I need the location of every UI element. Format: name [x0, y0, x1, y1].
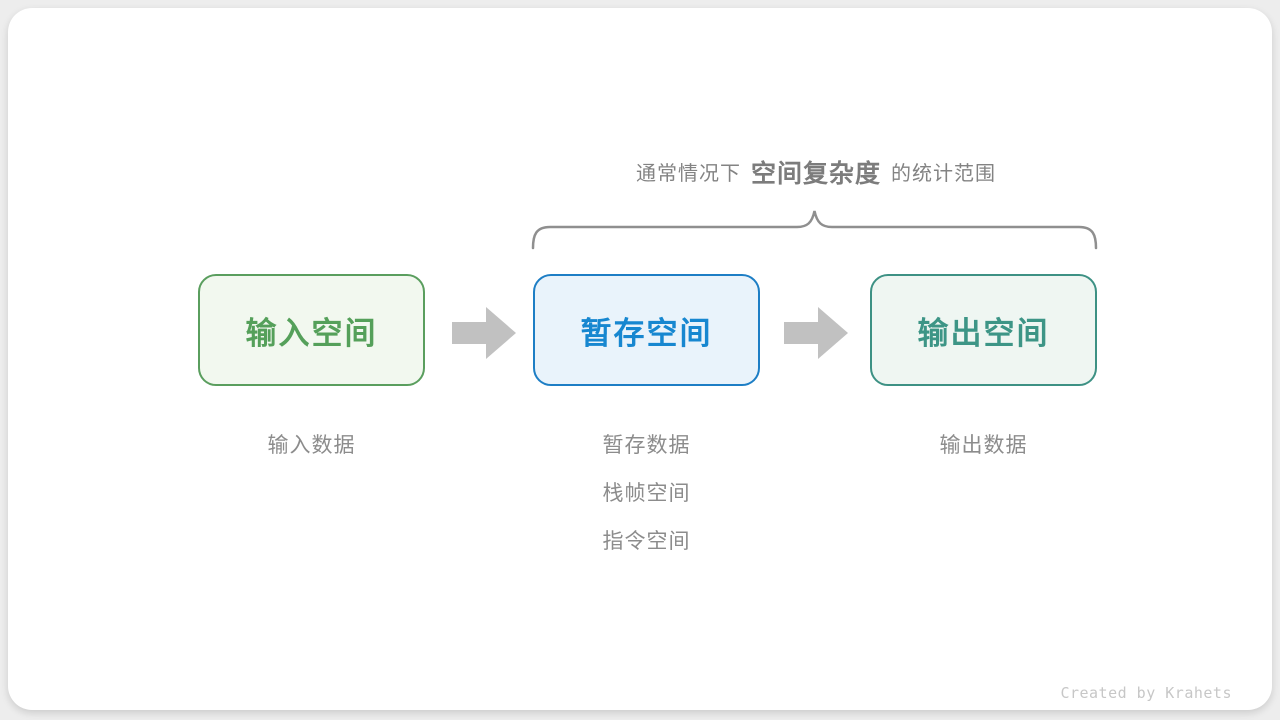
right-arrow-icon	[784, 307, 848, 359]
diagram-card: 通常情况下空间复杂度的统计范围 输入空间 暂存空间 输出空间 输入数据 暂存数据	[8, 8, 1272, 710]
box-output-space: 输出空间	[870, 274, 1097, 386]
notes-input-space: 输入数据	[198, 422, 425, 470]
credit-watermark: Created by Krahets	[1060, 684, 1232, 702]
curly-brace-icon	[531, 210, 1098, 250]
note-line: 输出数据	[939, 434, 1028, 457]
scope-caption-highlight: 空间复杂度	[750, 160, 881, 188]
scope-caption: 通常情况下空间复杂度的统计范围	[533, 154, 1099, 190]
note-line: 暂存数据	[602, 434, 691, 457]
note-line: 输入数据	[267, 434, 356, 457]
box-output-space-label: 输出空间	[917, 315, 1050, 351]
right-arrow-icon	[452, 307, 516, 359]
box-buffer-space: 暂存空间	[533, 274, 760, 386]
scope-caption-suffix: 的统计范围	[891, 163, 996, 185]
note-line: 指令空间	[602, 530, 691, 553]
notes-output-space: 输出数据	[870, 422, 1097, 470]
box-input-space: 输入空间	[198, 274, 425, 386]
box-input-space-label: 输入空间	[245, 315, 378, 351]
notes-buffer-space: 暂存数据 栈帧空间 指令空间	[533, 422, 760, 566]
note-line: 栈帧空间	[602, 482, 691, 505]
box-buffer-space-label: 暂存空间	[580, 315, 713, 351]
scope-caption-prefix: 通常情况下	[635, 163, 741, 185]
